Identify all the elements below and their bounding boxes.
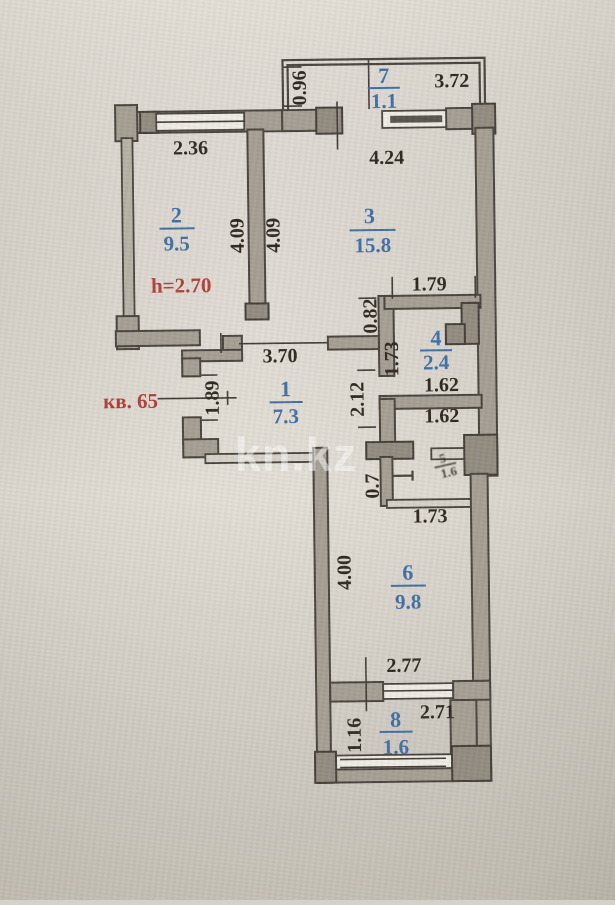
room6-number: 6 (402, 560, 413, 585)
room4-area: 2.4 (423, 350, 450, 374)
wall-block-room3-top (316, 107, 342, 133)
ceiling-height-label: h=2.70 (151, 273, 212, 298)
wall-corner-top-left (115, 105, 137, 141)
room1-area: 7.3 (273, 404, 300, 428)
dim-hall-width: 3.70 (262, 345, 297, 367)
room3-fraction-bar (350, 230, 396, 231)
room7-area: 1.1 (371, 89, 398, 113)
dim-room6-depth: 4.00 (334, 555, 356, 590)
wall-6-8-right (453, 681, 490, 700)
dim-room5-depth: 0.7 (362, 473, 384, 498)
room6-area: 9.8 (395, 590, 422, 614)
room7-number: 7 (378, 63, 389, 88)
dim-room6-width: 2.77 (386, 655, 421, 677)
room3-number: 3 (364, 203, 375, 228)
room4-number: 4 (430, 325, 441, 350)
room2-number: 2 (171, 202, 182, 227)
dim-duct-width: 1.62 (424, 405, 459, 427)
dim-hall-depth: 2.12 (346, 382, 368, 417)
dim-room3-width: 4.24 (369, 147, 404, 169)
dim-balcony-bottom-width: 2.71 (420, 701, 455, 723)
wall-room4-notch-h (446, 324, 465, 344)
wall-entry-jamb-top (182, 358, 200, 376)
wall-corner-bottom-left (315, 752, 336, 783)
wall-6-8-left (330, 682, 383, 702)
dim-room2-width: 2.36 (173, 137, 208, 159)
dim-room2-depth: 4.09 (226, 218, 248, 253)
dim-room3-depth: 4.09 (262, 218, 284, 253)
apartment-number-label: кв. 65 (103, 389, 158, 414)
dim-room4-top-width: 1.79 (412, 273, 447, 295)
wall-duct-left (380, 399, 396, 444)
watermark: kn.kz (235, 428, 358, 481)
window-room2-midline (156, 121, 244, 122)
hall-top-line (239, 343, 328, 344)
window-6-8-midline (383, 690, 453, 691)
dim-room4-depth: 1.73 (381, 341, 403, 376)
wall-room6-left (313, 448, 331, 783)
dim-entry-width: 1.89 (201, 380, 223, 415)
window-room3-sash (390, 115, 442, 123)
dim-balcony-top-depth: 0.96 (289, 70, 311, 105)
room8-area: 1.6 (383, 735, 410, 759)
room2-area: 9.5 (163, 231, 190, 255)
dim-balcony-top-width: 3.72 (434, 70, 469, 92)
wall-room2-bottom (116, 330, 200, 346)
wall-corner-bottom-right (452, 746, 491, 781)
dim-balcony-bottom-depth: 1.16 (344, 718, 366, 753)
wall-block-right-mid (464, 435, 497, 475)
wall-room3-top-left (282, 110, 318, 131)
dim-niche-depth: 0.82 (359, 298, 381, 333)
dim-room4-width: 1.62 (424, 374, 459, 396)
room3-area: 15.8 (354, 233, 391, 257)
wall-divider-end-block (245, 303, 268, 319)
wall-room5-top-thin (431, 448, 467, 459)
room1-number: 1 (280, 376, 291, 401)
wall-room2-left (121, 138, 134, 320)
dim-room5-width: 1.73 (412, 505, 447, 527)
room8-number: 8 (390, 707, 401, 732)
